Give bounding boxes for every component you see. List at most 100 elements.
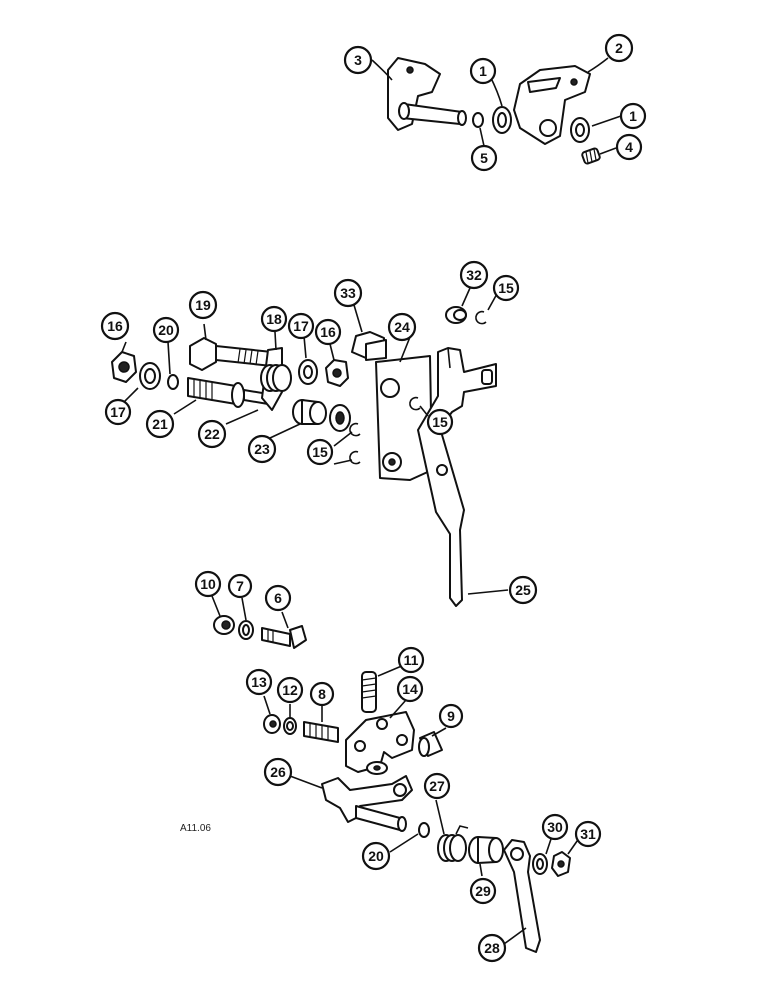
part-23-bushing [292,399,327,425]
callout-labels: 3 2 1 1 5 4 32 15 33 24 16 20 19 18 17 1… [100,33,647,963]
callout-16: 16 [100,311,130,341]
part-29-bushing [468,836,504,864]
callout-11: 11 [397,646,425,674]
svg-text:5: 5 [480,150,488,166]
part-5-ring [472,112,484,128]
part-15-circlip-top [475,310,487,325]
part-24-bracket [375,355,433,481]
top-assembly [371,57,622,165]
callout-1: 1 [619,102,647,130]
svg-text:12: 12 [282,682,298,698]
callout-9: 9 [438,703,464,729]
callout-15: 15 [306,438,334,466]
callout-28: 28 [477,933,507,963]
callout-13: 13 [245,668,273,696]
svg-text:11: 11 [404,652,419,668]
callout-10: 10 [194,570,222,598]
svg-text:10: 10 [200,576,216,592]
callout-17: 17 [287,312,315,340]
callout-2: 2 [604,33,634,63]
svg-text:6: 6 [274,590,282,606]
svg-text:9: 9 [447,708,455,724]
svg-text:23: 23 [254,441,270,457]
callout-12: 12 [276,676,304,704]
callout-14: 14 [396,675,424,703]
callout-23: 23 [247,434,277,464]
svg-text:8: 8 [318,686,326,702]
svg-text:4: 4 [625,139,633,155]
svg-text:18: 18 [266,311,282,327]
callout-5: 5 [470,144,498,172]
callout-20: 20 [152,316,180,344]
svg-text:15: 15 [498,280,514,296]
svg-text:25: 25 [515,582,531,598]
callout-30: 30 [541,813,569,841]
part-26-lever [321,775,413,832]
callout-26: 26 [263,757,293,787]
svg-text:17: 17 [293,318,309,334]
callout-4: 4 [615,133,643,161]
bottom-assembly [211,595,583,953]
figure-reference-code: A11.06 [180,823,211,834]
svg-text:17: 17 [110,404,126,420]
callout-16: 16 [314,318,342,346]
callout-15: 15 [426,408,454,436]
callout-32: 32 [459,260,489,290]
part-13-nut [263,714,281,734]
svg-text:21: 21 [152,416,168,432]
part-20-ring-mid [167,374,179,390]
svg-text:16: 16 [320,324,336,340]
part-31-nut [551,851,571,877]
svg-text:22: 22 [204,426,220,442]
svg-text:29: 29 [475,883,491,899]
svg-text:20: 20 [158,322,174,338]
part-11-set-screw [361,671,377,713]
callout-31: 31 [574,820,602,848]
svg-text:24: 24 [394,319,410,335]
callout-25: 25 [508,575,538,605]
svg-text:13: 13 [251,674,267,690]
svg-text:3: 3 [354,52,362,68]
svg-text:32: 32 [466,267,482,283]
svg-text:20: 20 [368,848,384,864]
middle-assembly [111,287,509,607]
part-9-pin [418,731,443,757]
callout-29: 29 [469,877,497,905]
callout-6: 6 [264,584,292,612]
callout-33: 33 [333,278,363,308]
part-16-nut-right [325,359,349,387]
callout-1: 1 [469,57,497,85]
callout-7: 7 [227,573,253,599]
part-15-circlip-low [349,450,361,465]
svg-text:26: 26 [270,764,286,780]
callout-3: 3 [343,45,373,75]
svg-text:1: 1 [479,63,487,79]
part-16-nut-left [111,351,137,383]
svg-text:7: 7 [236,578,244,594]
part-28-arm [503,839,541,953]
svg-text:33: 33 [340,285,356,301]
callout-8: 8 [309,681,335,707]
svg-text:28: 28 [484,940,500,956]
svg-text:30: 30 [547,819,563,835]
svg-text:14: 14 [402,681,418,697]
part-27-spring [437,825,469,862]
part-15-circlip-right [409,396,421,411]
part-4-set-screw [581,147,601,165]
part-6-pin [261,625,307,649]
svg-text:2: 2 [615,40,623,56]
part-33-pin [351,331,387,361]
callout-15: 15 [492,274,520,302]
svg-text:19: 19 [195,297,211,313]
part-2-lever [513,65,591,145]
callout-27: 27 [423,772,451,800]
part-21-threaded-pin [187,377,269,408]
part-3-plate-shaft [387,57,467,131]
svg-text:1: 1 [629,108,637,124]
part-22-spring [260,364,292,392]
callout-18: 18 [260,305,288,333]
callout-20: 20 [361,841,391,871]
callout-19: 19 [188,290,218,320]
part-19-bolt [189,337,273,371]
